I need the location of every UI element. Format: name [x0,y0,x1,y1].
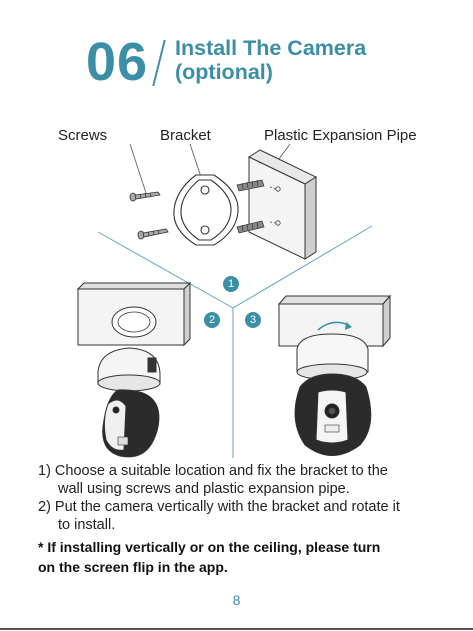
page-number: 8 [0,592,473,608]
step-badge-1: 1 [223,276,239,292]
instruction-1-line-1: 1) Choose a suitable location and fix th… [38,462,438,480]
step-badge-2: 2 [204,312,220,328]
ceiling-block-step2 [78,283,190,345]
bottom-rule [0,628,473,630]
instruction-2-line-1: 2) Put the camera vertically with the br… [38,498,438,516]
instruction-2-line-2: to install. [38,516,438,534]
step-badge-3: 3 [245,312,261,328]
screws-pointer [130,144,146,193]
instruction-1-line-2: wall using screws and plastic expansion … [38,480,438,498]
camera-step2 [98,348,160,457]
instructions-list: 1) Choose a suitable location and fix th… [38,462,438,534]
note-line-1: * If installing vertically or on the cei… [38,537,438,557]
wall-block-step1 [249,150,316,259]
note-line-2: on the screen flip in the app. [38,557,438,577]
screw-bottom [138,229,168,239]
flip-note: * If installing vertically or on the cei… [38,537,438,577]
screw-top [130,192,160,201]
camera-step3 [295,334,371,456]
bracket-part [174,175,238,245]
